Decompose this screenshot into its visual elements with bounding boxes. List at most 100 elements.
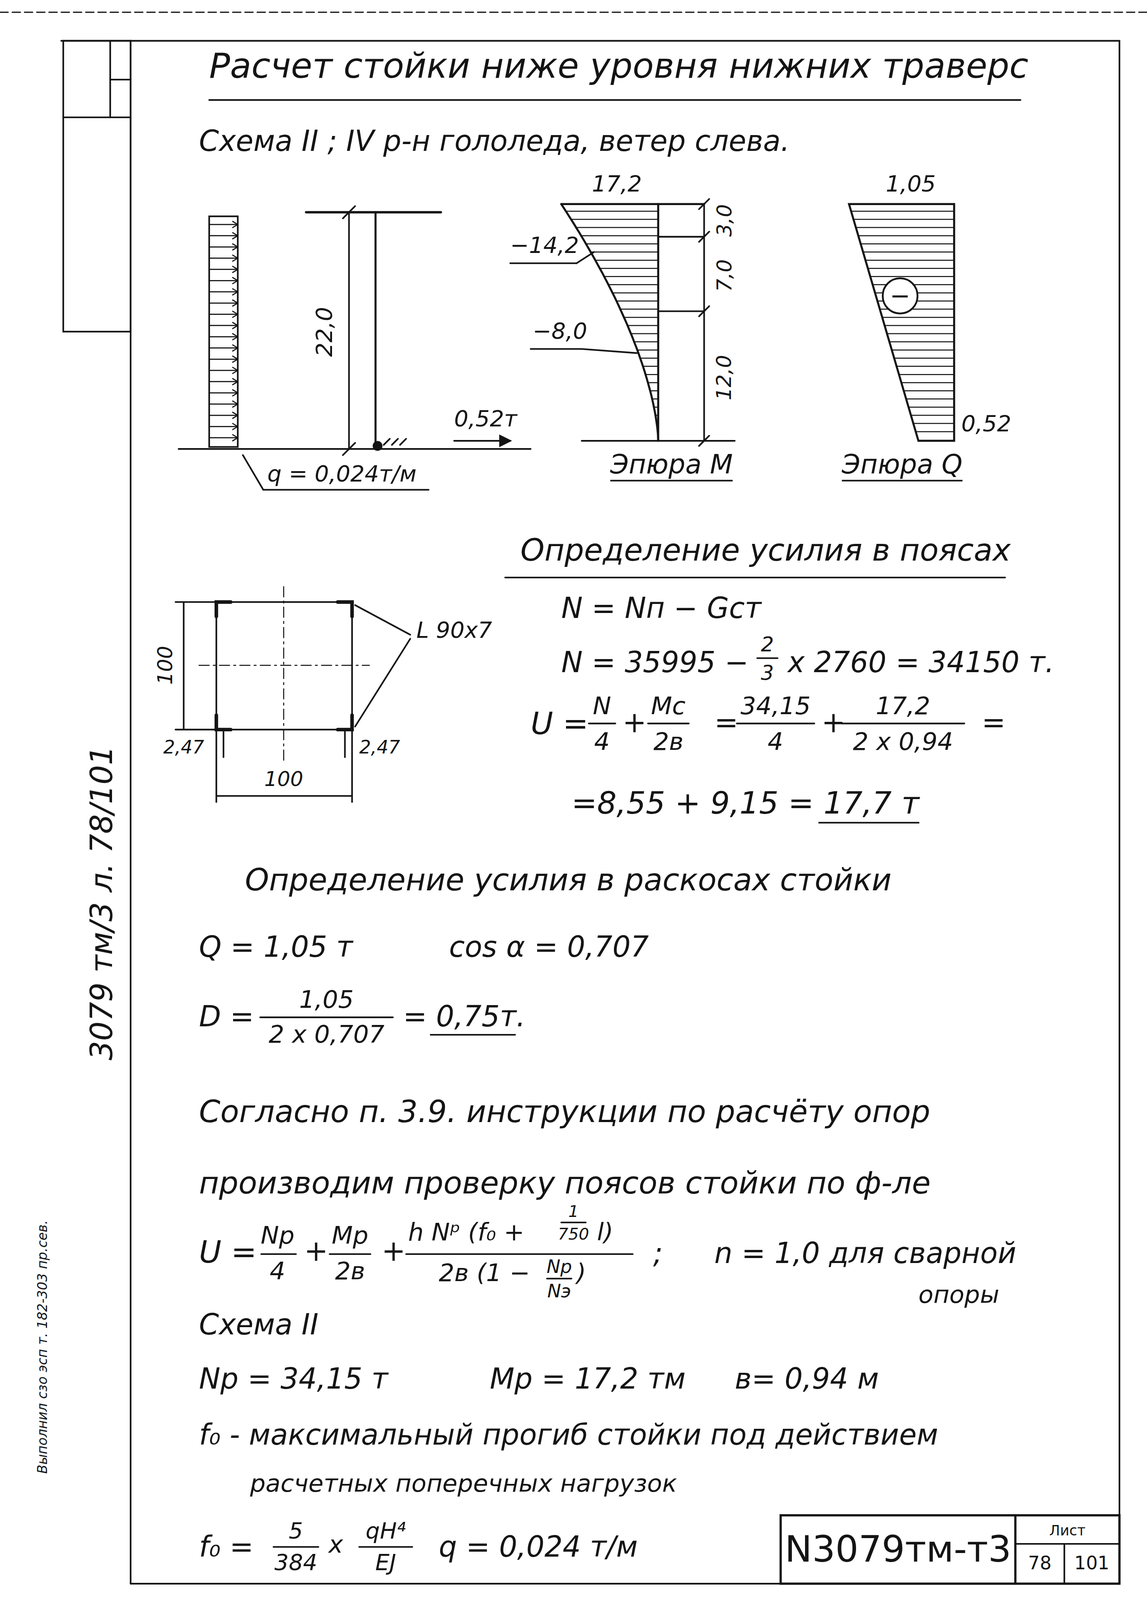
hatch-line [209, 246, 238, 248]
note-text: N = Nп − Gст [561, 591, 762, 625]
hatch-line [590, 251, 659, 253]
note-text: 12,0 [712, 354, 737, 401]
hatch-line [209, 257, 238, 259]
note-text: 78 [1028, 1552, 1052, 1574]
note-text: Лист [1049, 1522, 1086, 1539]
hatch-line [623, 316, 659, 318]
hatch-line [232, 347, 238, 352]
note-text: 2 [760, 632, 774, 657]
note-text: N [592, 692, 612, 721]
hatch-line [889, 341, 955, 343]
note-text: n = 1,0 для сварной [714, 1236, 1016, 1270]
hatch-line [209, 313, 238, 315]
note-text: 2в [653, 727, 684, 756]
sign-circle: − [881, 277, 919, 314]
note-text: Nэ [547, 1280, 572, 1302]
note-text: q = 0,024т/м [267, 461, 417, 487]
hatch-line [640, 357, 659, 359]
result-underline [430, 1034, 516, 1036]
hatch-line [232, 389, 238, 394]
note-text: Mp = 17,2 тм [489, 1362, 686, 1396]
note-text: = [714, 706, 739, 740]
hatch-line [891, 349, 955, 351]
hatch-line [894, 357, 955, 359]
hatch-line [580, 235, 659, 237]
hatch-line [645, 374, 659, 375]
hatch-line [903, 390, 955, 392]
note-text: f₀ = [198, 1530, 254, 1564]
note-text: + [821, 706, 846, 740]
hatch-line [232, 355, 238, 360]
hatch-line [603, 276, 659, 277]
note-text: Np = 34,15 т [198, 1362, 389, 1396]
note-text: Эпюра Q [842, 449, 963, 480]
note-text: 100 [153, 646, 178, 685]
note-text: Выполнил сзо эсп т. 182-303 пр.сев. [35, 1220, 51, 1474]
hatch-line [232, 311, 238, 315]
note-text: 5 [288, 1518, 304, 1545]
hatch-line [209, 358, 238, 360]
hatch-line [906, 398, 955, 400]
note-text: l) [596, 1218, 614, 1247]
hatch-line [232, 235, 238, 239]
hatch-line [232, 243, 238, 248]
hatch-line [851, 210, 955, 212]
hatch-line [209, 235, 238, 237]
hatch-line [608, 284, 659, 286]
note-text: D = [198, 1000, 254, 1034]
note-text: 3079 тм/3 л. 78/101 [84, 745, 120, 1061]
note-text: ; [653, 1236, 663, 1270]
hatch-line [232, 280, 238, 284]
note-text: U = [530, 706, 589, 742]
note-text: 22,0 [311, 306, 338, 357]
hatch-line [232, 415, 238, 419]
hatch-line [232, 401, 238, 405]
hatch-line [915, 430, 955, 432]
note-text: −14,2 [510, 232, 579, 259]
note-text: 2в (1 − [438, 1259, 530, 1288]
hatch-line [232, 269, 238, 273]
hatch-line [232, 370, 238, 374]
hatch-line [209, 347, 238, 349]
hatch-line [232, 381, 238, 385]
hatch-line [209, 426, 238, 427]
note-text: 17,2 [591, 171, 642, 197]
hatch-line [232, 378, 238, 382]
note-text: Np [260, 1221, 295, 1250]
hatch-line [232, 333, 238, 338]
note-text: 2,47 [359, 736, 401, 759]
note-text: N = 35995 − [561, 646, 749, 679]
hatch-line [232, 232, 238, 236]
note-text: Q = 1,05 т [198, 930, 353, 964]
hatch-line [232, 404, 238, 408]
note-text: 3 [760, 661, 774, 685]
hatch-line [232, 266, 238, 270]
hatch-line [232, 224, 238, 228]
result-underline [818, 822, 920, 824]
note-text: ) [576, 1259, 586, 1288]
note-text: 2в [335, 1257, 366, 1286]
hatch-line [863, 251, 955, 253]
hatch-line [232, 412, 238, 416]
note-text: 4 [767, 727, 784, 756]
hatch-line [209, 403, 238, 405]
hatch-line [612, 292, 659, 294]
hatch-line [655, 414, 659, 416]
note-text: расчетных поперечных нагрузок [249, 1469, 677, 1498]
hatch-line [656, 422, 659, 424]
note-text: Согласно п. 3.9. инструкции по расчёту о… [198, 1094, 931, 1130]
hatch-line [634, 341, 659, 343]
hatch-line [209, 414, 238, 416]
note-text: qH⁴ [365, 1518, 406, 1545]
hatch-line [232, 325, 238, 329]
hatch-line [232, 426, 238, 430]
result-underline [610, 479, 733, 482]
note-text: 101 [1074, 1552, 1110, 1574]
hatch-line [585, 243, 659, 245]
hatch-line [884, 324, 955, 326]
hatch-line [232, 247, 238, 251]
note-text: = 0,75т. [402, 1000, 526, 1034]
hatch-line [232, 288, 238, 292]
hatch-line [209, 381, 238, 383]
